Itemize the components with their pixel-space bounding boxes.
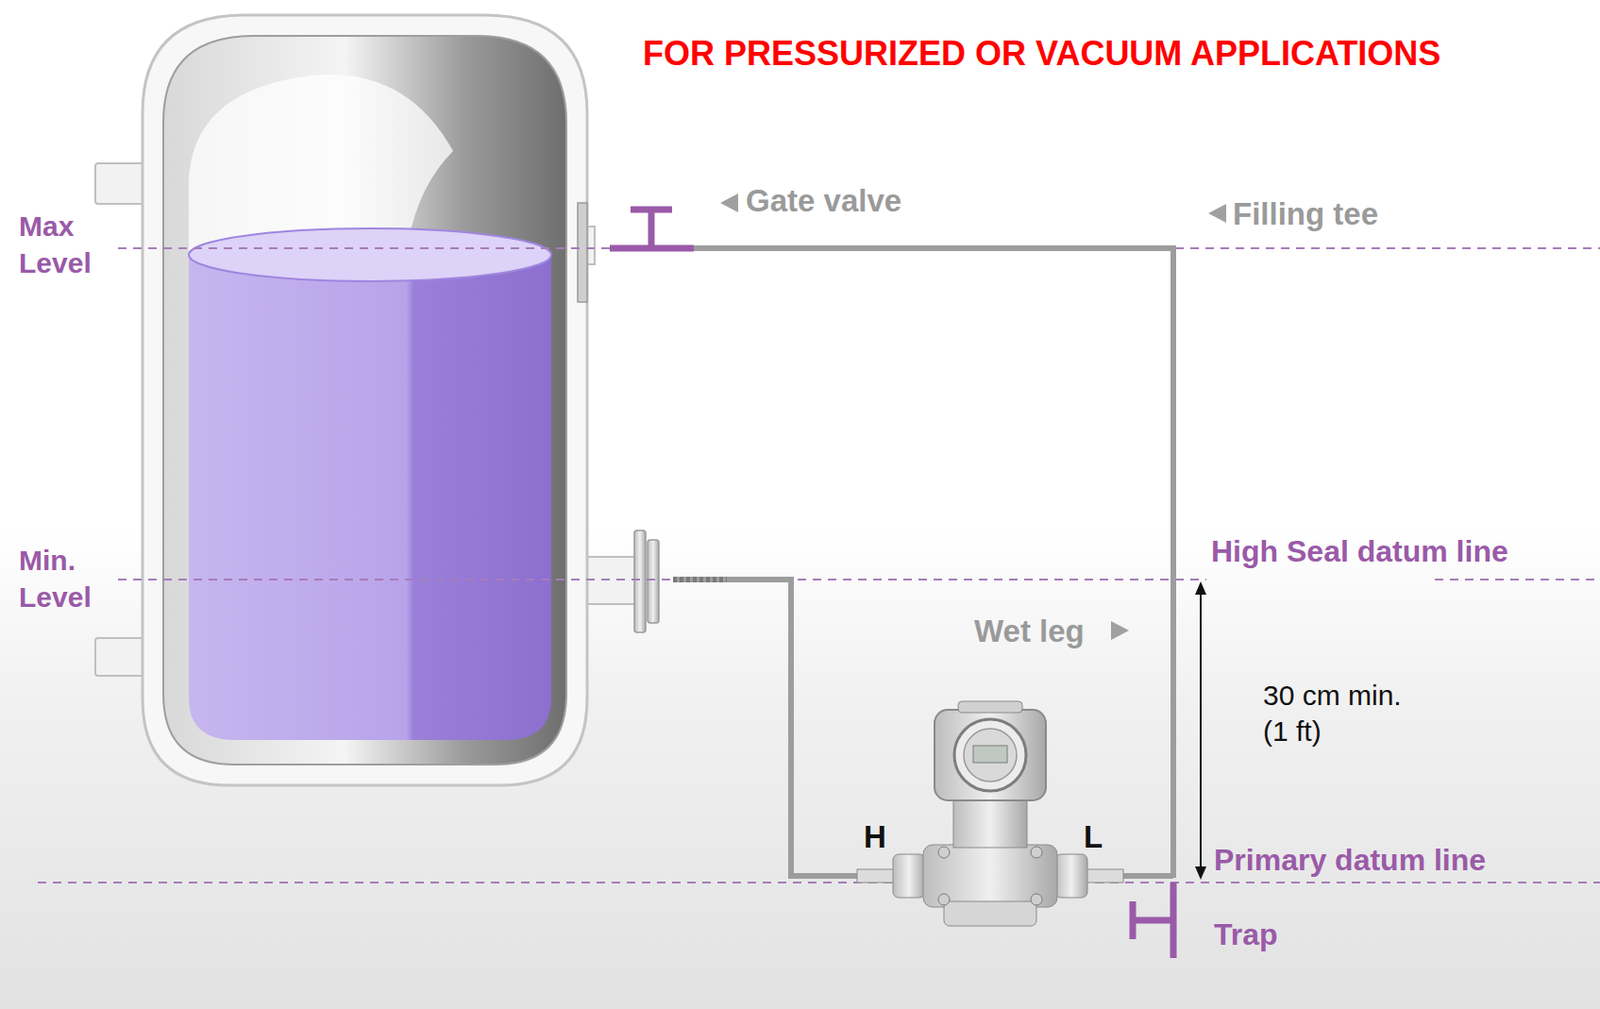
liquid-surface [188, 228, 552, 282]
datum-label: High Seal datum line [1211, 534, 1509, 570]
impulse-piping [673, 248, 1174, 878]
port-label: H [863, 819, 887, 856]
tank-highlight [188, 74, 454, 255]
datum-lines [37, 248, 1600, 883]
dimension-arrow [1195, 581, 1207, 880]
component-label: Filling tee [1232, 196, 1379, 233]
datum-label: Primary datum line [1213, 842, 1486, 878]
component-label: Wet leg [974, 613, 1085, 650]
nozzle-flange [634, 530, 646, 633]
transmitter [857, 701, 1124, 927]
title: FOR PRESSURIZED OR VACUUM APPLICATIONS [642, 33, 1441, 73]
nozzle-flange [647, 539, 659, 624]
port-label: L [1083, 819, 1103, 856]
pointer-triangles [720, 193, 1227, 640]
trap [1132, 882, 1174, 959]
gate-valve [609, 209, 694, 249]
level-label: Min. Level [18, 541, 106, 616]
liquid [188, 254, 552, 741]
level-label: Max Level [18, 207, 106, 282]
valve-flange [577, 202, 588, 303]
nozzle-stub [673, 576, 727, 583]
dimension-label: 30 cm min. (1 ft) [1263, 677, 1429, 749]
component-label: Gate valve [745, 183, 902, 219]
component-label: Trap [1213, 917, 1279, 953]
tank-inside [163, 35, 567, 765]
tank-shell [142, 15, 588, 786]
